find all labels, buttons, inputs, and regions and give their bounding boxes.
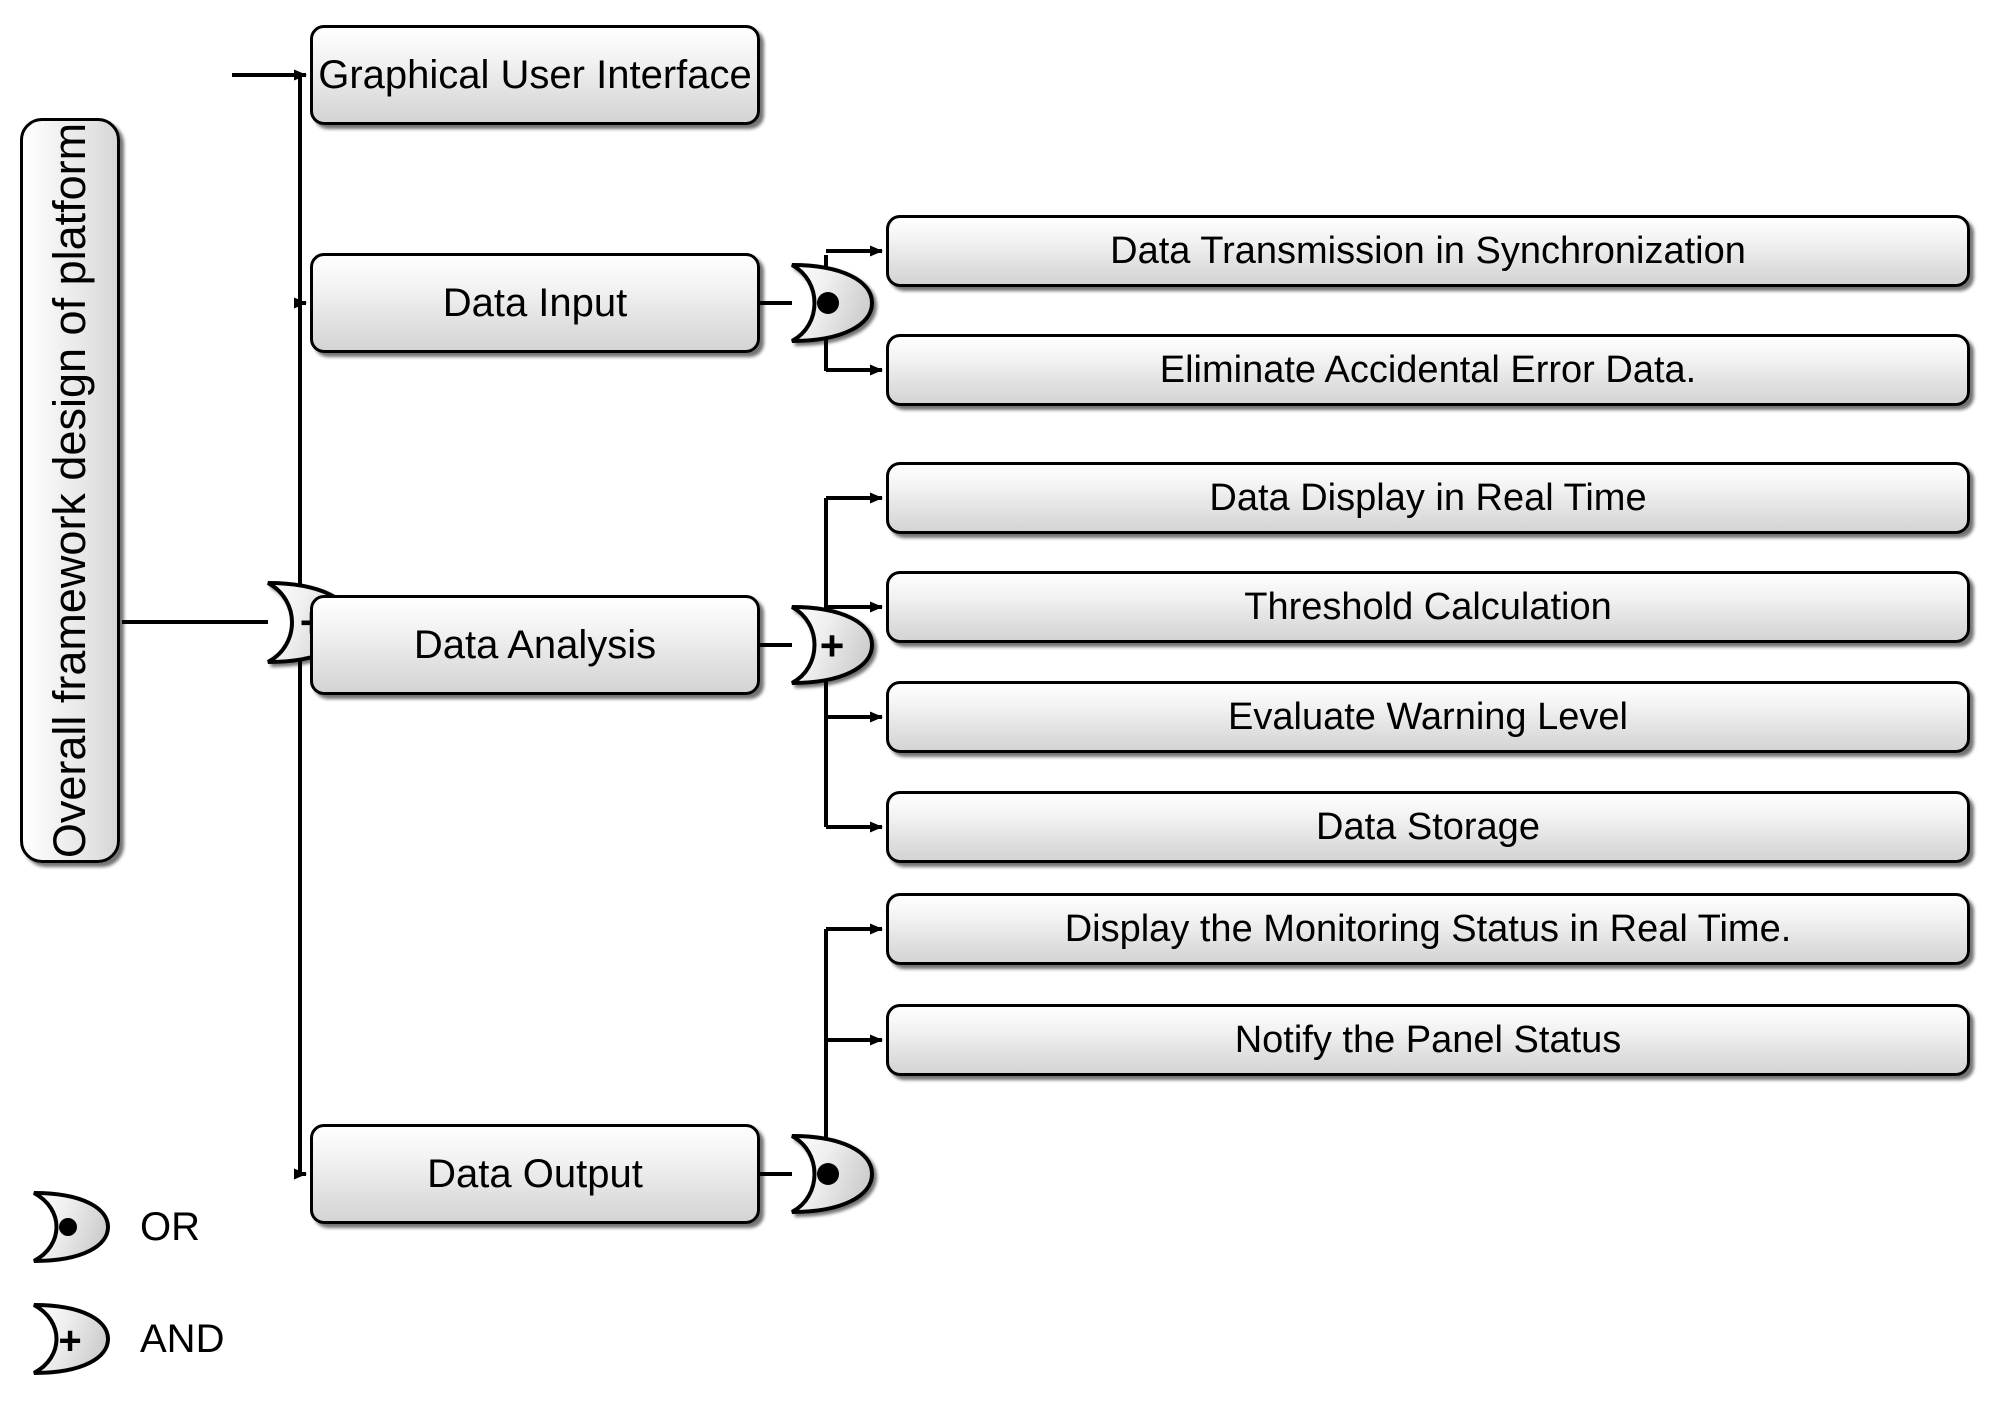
node-threshold-calculation[interactable]: Threshold Calculation — [886, 571, 1970, 643]
legend-and: + AND — [28, 1300, 224, 1378]
node-data-display-in-real-time[interactable]: Data Display in Real Time — [886, 462, 1970, 534]
or-gate-data-output — [790, 1134, 875, 1214]
node-gui-label: Graphical User Interface — [318, 53, 752, 97]
node-nps-label: Notify the Panel Status — [1234, 1019, 1622, 1061]
node-dts-label: Data Transmission in Synchronization — [1110, 230, 1746, 272]
node-data-storage[interactable]: Data Storage — [886, 791, 1970, 863]
node-data-input-label: Data Input — [442, 281, 628, 325]
node-data-transmission-in-synchronization[interactable]: Data Transmission in Synchronization — [886, 215, 1970, 287]
node-data-output-label: Data Output — [427, 1152, 643, 1196]
node-ewl-label: Evaluate Warning Level — [1228, 696, 1628, 738]
or-gate-icon — [32, 1191, 111, 1263]
node-graphical-user-interface[interactable]: Graphical User Interface — [310, 25, 760, 125]
node-ds-label: Data Storage — [1316, 806, 1540, 848]
node-notify-the-panel-status[interactable]: Notify the Panel Status — [886, 1004, 1970, 1076]
node-data-analysis[interactable]: Data Analysis — [310, 595, 760, 695]
svg-text:+: + — [820, 622, 845, 669]
node-dmsr-label: Display the Monitoring Status in Real Ti… — [1064, 908, 1792, 950]
node-data-analysis-label: Data Analysis — [413, 623, 657, 667]
node-ddrt-label: Data Display in Real Time — [1209, 477, 1647, 519]
node-display-monitoring-status-real-time[interactable]: Display the Monitoring Status in Real Ti… — [886, 893, 1970, 965]
node-evaluate-warning-level[interactable]: Evaluate Warning Level — [886, 681, 1970, 753]
node-data-output[interactable]: Data Output — [310, 1124, 760, 1224]
and-gate-icon: + — [32, 1303, 111, 1375]
legend-and-label: AND — [140, 1316, 225, 1361]
node-root-label: Overall framework design of platform — [44, 122, 96, 859]
and-gate-data-analysis: + — [790, 605, 875, 685]
node-tc-label: Threshold Calculation — [1244, 586, 1612, 628]
node-data-input[interactable]: Data Input — [310, 253, 760, 353]
legend-or-label: OR — [140, 1204, 200, 1249]
or-gate-data-input — [790, 263, 875, 343]
node-eliminate-accidental-error-data[interactable]: Eliminate Accidental Error Data. — [886, 334, 1970, 406]
svg-text:+: + — [58, 1319, 81, 1363]
node-root-overall-framework[interactable]: Overall framework design of platform — [20, 118, 120, 863]
node-eaed-label: Eliminate Accidental Error Data. — [1159, 349, 1697, 391]
legend-or: OR — [28, 1188, 200, 1266]
